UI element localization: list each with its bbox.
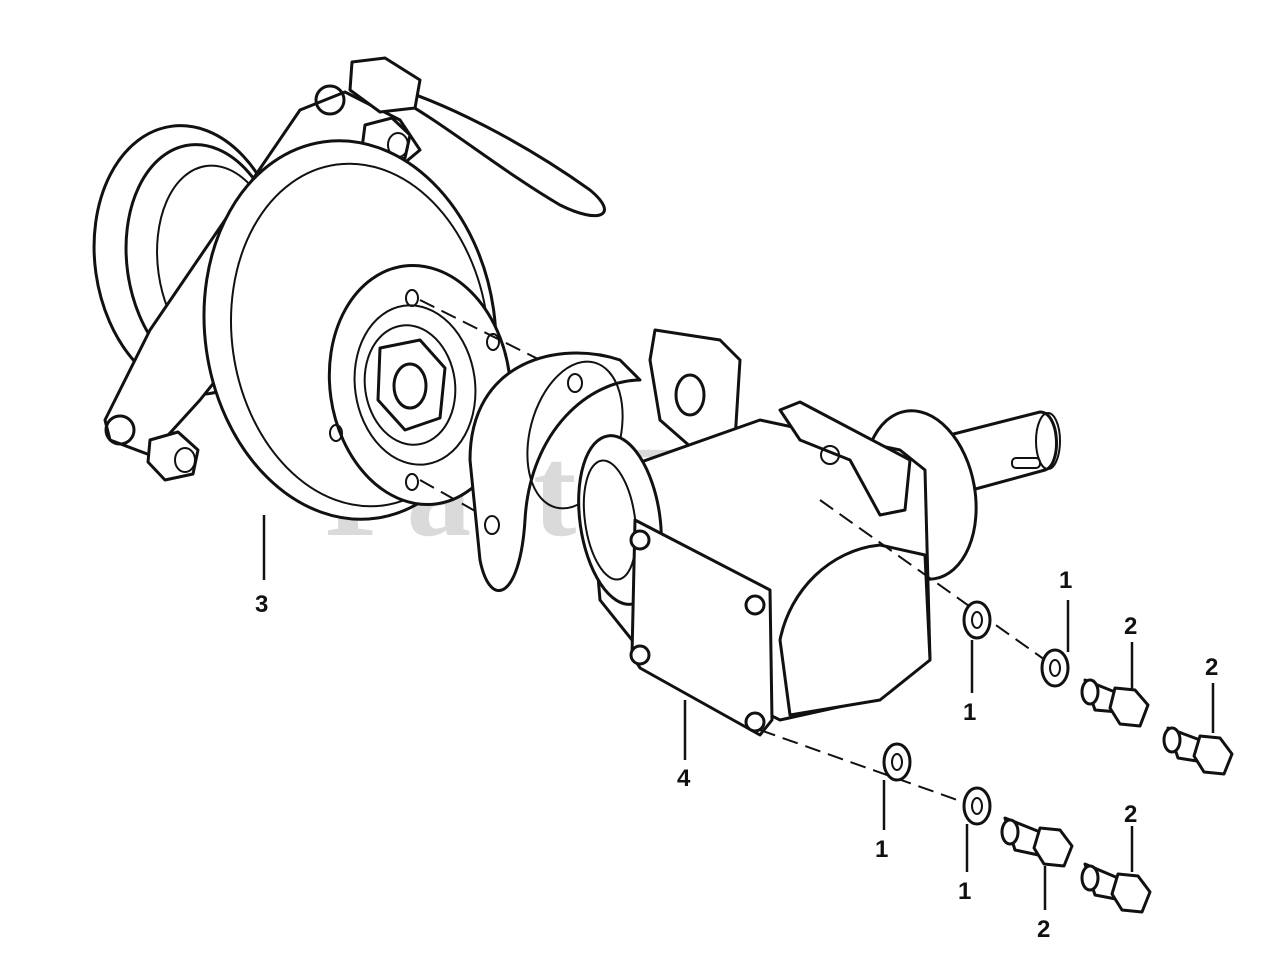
washer-b bbox=[1040, 648, 1070, 688]
washer-a bbox=[962, 600, 992, 640]
callout-1-b: 1 bbox=[1059, 567, 1072, 594]
callout-1-d: 1 bbox=[958, 878, 971, 905]
washer-d bbox=[962, 786, 992, 826]
bolt-d bbox=[1080, 862, 1152, 914]
callout-2-b: 2 bbox=[1205, 654, 1218, 681]
callout-1-c: 1 bbox=[875, 836, 888, 863]
callout-1-a: 1 bbox=[963, 699, 976, 726]
part-bolts[interactable] bbox=[1000, 678, 1234, 914]
bolt-b bbox=[1162, 726, 1234, 776]
callout-3: 3 bbox=[255, 591, 268, 618]
callout-2-c: 2 bbox=[1037, 916, 1050, 943]
bolt-c bbox=[1000, 816, 1074, 868]
washer-c bbox=[882, 742, 912, 782]
callout-2-d: 2 bbox=[1124, 801, 1137, 828]
part-gearbox[interactable] bbox=[569, 400, 1061, 809]
part-clutch[interactable] bbox=[77, 56, 606, 538]
callout-4: 4 bbox=[677, 765, 691, 792]
callout-2-a: 2 bbox=[1124, 613, 1137, 640]
callouts: 3 4 1 1 2 2 1 1 2 2 bbox=[255, 567, 1218, 943]
bolt-a bbox=[1080, 678, 1150, 728]
part-washers[interactable] bbox=[882, 600, 1070, 826]
leader-lines bbox=[262, 515, 1215, 910]
